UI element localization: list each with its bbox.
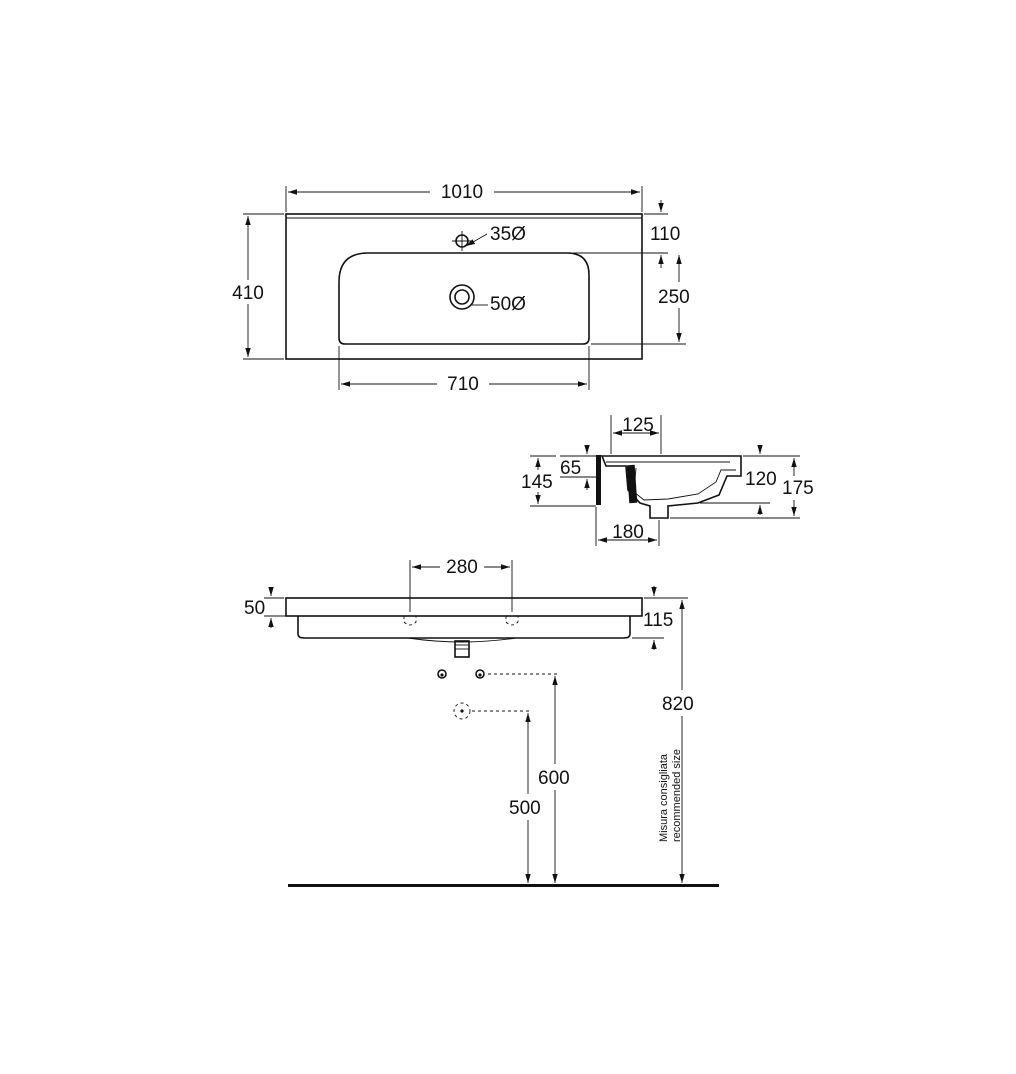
bowl-height-dimension: 120	[745, 469, 777, 490]
waste-height-dimension: 500	[509, 798, 541, 819]
basin-rim	[285, 597, 643, 617]
drain-hole	[449, 284, 475, 310]
overflow-offset-dimension: 125	[622, 415, 654, 436]
basin-body	[297, 616, 631, 639]
drain-offset-dimension: 180	[612, 522, 644, 543]
bowl-width-dimension: 710	[447, 374, 479, 395]
rim-thickness-dimension: 50	[244, 598, 265, 619]
waste-outlet	[453, 702, 471, 720]
width-dimension: 1010	[441, 182, 483, 203]
depth-dimension: 410	[232, 283, 264, 304]
supply-points	[437, 669, 485, 679]
section-view: 125 65 145 120 175 180	[521, 415, 814, 546]
basin-section	[600, 455, 742, 519]
top-view: 35Ø 50Ø 1010 410 110 250	[232, 182, 690, 395]
bowl-depth-dimension: 250	[658, 287, 690, 308]
recommended-note-it: Misura consigliata	[658, 753, 670, 842]
rim-height-dimension: 820	[662, 694, 694, 715]
front-offset-dimension: 110	[650, 224, 680, 245]
basin-top-outline	[285, 213, 643, 360]
tap-hole-label: 35Ø	[490, 224, 526, 245]
drain-hole-label: 50Ø	[490, 294, 526, 315]
front-height-dimension: 65	[560, 458, 581, 479]
supply-height-dimension: 600	[538, 768, 570, 789]
total-height-dimension: 175	[782, 478, 814, 499]
back-height-dimension: 145	[521, 472, 553, 493]
recommended-note-en: recommended size	[671, 749, 683, 842]
body-height-dimension: 115	[643, 610, 673, 631]
front-view: 280 50 115 820 Misura consigliata recomm…	[244, 557, 719, 887]
fixing-spacing-dimension: 280	[446, 557, 478, 578]
bowl-outline	[338, 252, 590, 345]
tap-hole	[452, 231, 472, 251]
floor-line	[288, 884, 719, 887]
